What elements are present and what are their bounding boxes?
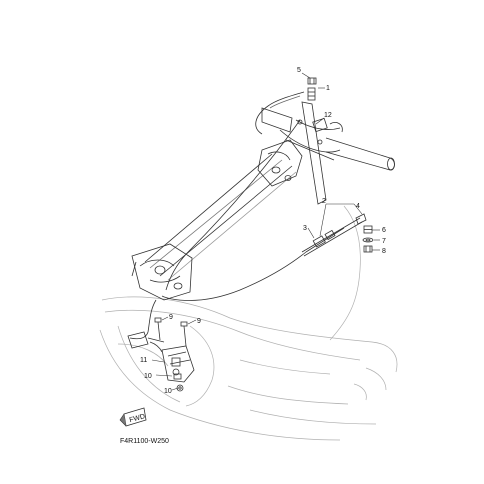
callout-9-right: 9 <box>197 318 201 325</box>
callout-1: 1 <box>326 85 330 92</box>
throttle-body <box>127 317 195 392</box>
callout-9-left: 9 <box>169 314 173 321</box>
cable-assembly <box>301 213 367 257</box>
callout-7: 7 <box>382 238 386 245</box>
callout-4: 4 <box>356 203 360 210</box>
callout-10-lower: 10 <box>164 388 172 395</box>
callout-11: 11 <box>140 357 147 364</box>
callout-8: 8 <box>382 248 386 255</box>
callout-2: 2 <box>322 198 326 205</box>
hardware-stack <box>362 225 374 253</box>
callout-5: 5 <box>297 67 301 74</box>
leader-lines <box>151 72 380 391</box>
callout-6: 6 <box>382 227 386 234</box>
fwd-label: FWD <box>129 413 146 424</box>
handlebar-assembly <box>261 101 395 205</box>
drawing-code: F4R1100-W250 <box>120 438 169 445</box>
callout-3: 3 <box>303 225 307 232</box>
throttle-cable <box>129 91 345 340</box>
hull-outline <box>99 205 398 441</box>
top-hardware <box>307 77 317 101</box>
callout-10-upper: 10 <box>144 373 152 380</box>
callout-12: 12 <box>324 112 332 119</box>
fwd-mark: FWD <box>119 407 147 427</box>
steering-column <box>131 139 303 301</box>
